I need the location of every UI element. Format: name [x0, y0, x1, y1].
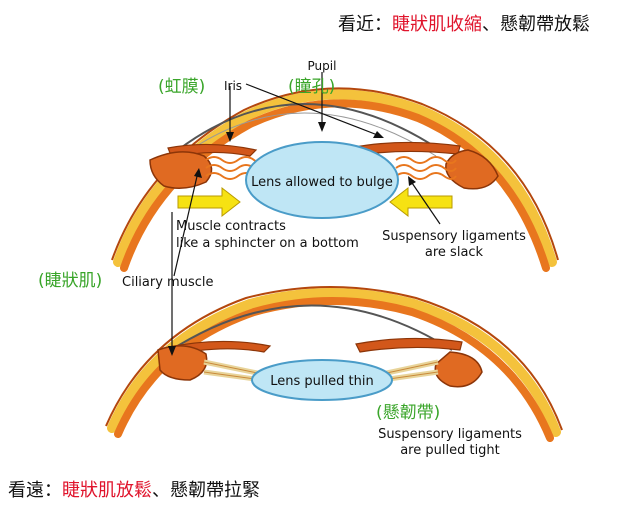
right-push-arrow: [389, 186, 453, 218]
tight-ligaments-line1: Suspensory ligaments: [378, 427, 522, 442]
leader-lines: [171, 72, 441, 352]
ciliary-zh-label: (睫狀肌): [38, 271, 102, 291]
muscle-contracts-line2: like a sphincter on a bottom: [176, 236, 359, 251]
muscle-contracts-line1: Muscle contracts: [176, 219, 286, 234]
near-lens: [245, 141, 399, 219]
near-ciliary-left: [149, 151, 213, 189]
left-push-arrow: [177, 186, 241, 218]
far-ciliary-right: [434, 351, 483, 388]
pupil-label: Pupil: [308, 59, 337, 73]
far-eye: Lens pulled thin: [105, 286, 563, 442]
far-cornea: [167, 304, 453, 353]
far-vision-title: 看遠：睫狀肌放鬆、懸韌帶拉緊: [8, 479, 260, 501]
iris-label: Iris: [224, 79, 242, 93]
far-ciliary-left: [157, 345, 208, 381]
iris-zh-label: (虹膜): [158, 77, 205, 97]
slack-ligaments-line2: are slack: [425, 245, 484, 260]
far-lens: [251, 359, 393, 401]
near-ciliary-right: [445, 149, 499, 190]
ligament-zh-label: (懸韌帶): [376, 403, 440, 423]
near-vision-title: 看近：睫狀肌收縮、懸韌帶放鬆: [338, 13, 590, 35]
near-eye: Lens allowed to bulge: [111, 87, 559, 272]
tight-ligaments-line2: are pulled tight: [400, 443, 500, 458]
ciliary-muscle-label: Ciliary muscle: [122, 275, 213, 290]
pupil-zh-label: (瞳孔): [288, 77, 335, 97]
far-iris-right: [355, 337, 463, 353]
lens-thin-label: Lens pulled thin: [270, 374, 373, 389]
slack-ligaments-line1: Suspensory ligaments: [382, 229, 526, 244]
near-cornea: [177, 103, 441, 151]
arrowheads: [168, 122, 416, 356]
lens-bulge-label: Lens allowed to bulge: [251, 175, 393, 190]
